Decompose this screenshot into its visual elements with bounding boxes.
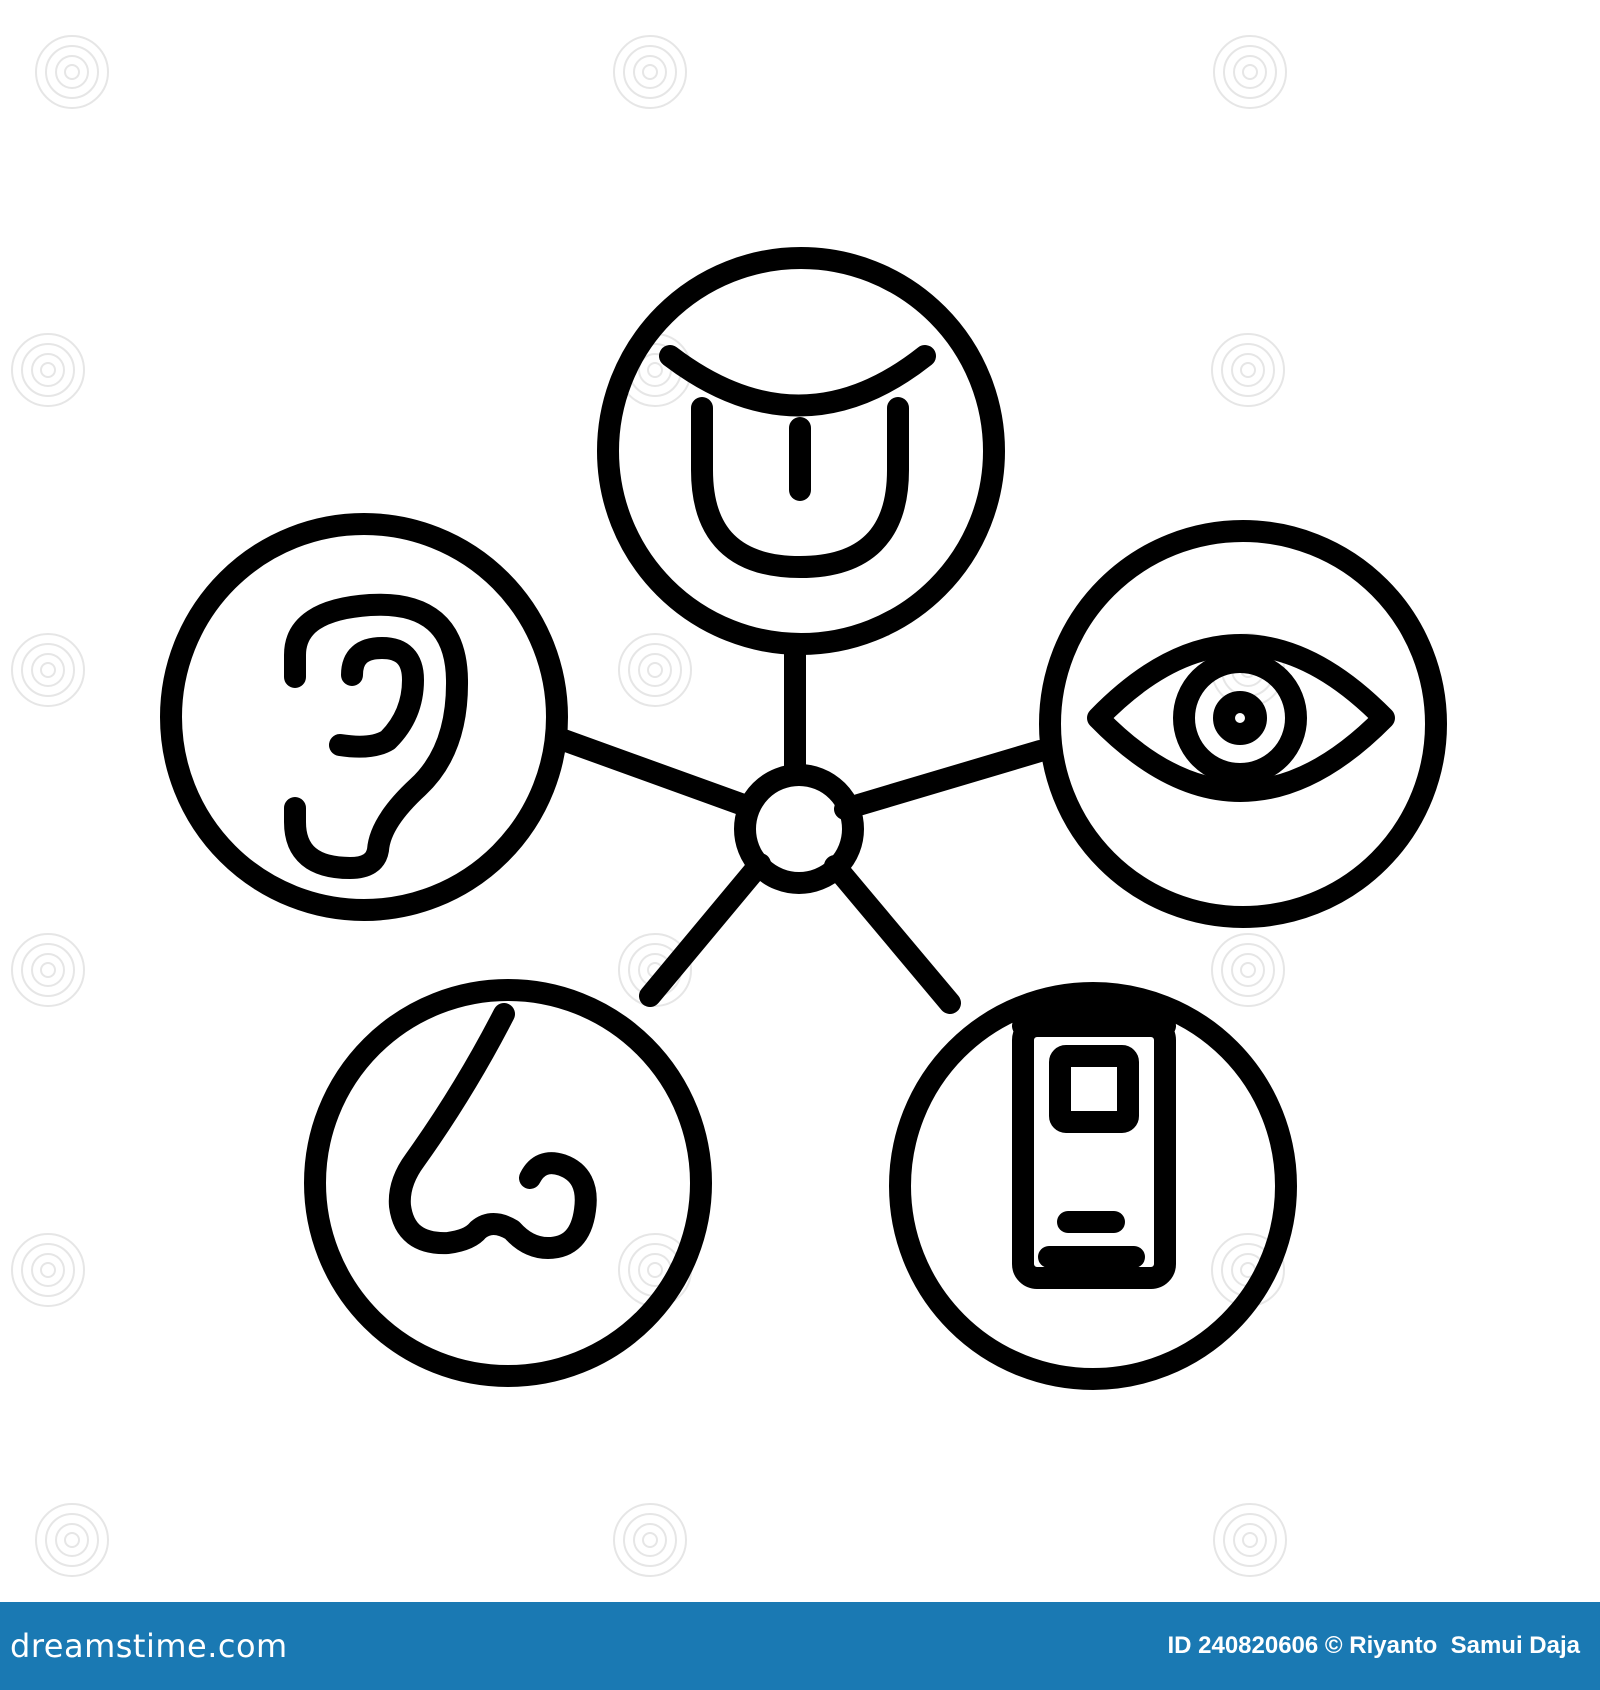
footer-credit: ID 240820606 © Riyanto Samui Daja <box>1167 1632 1580 1659</box>
connector-line-bottom-left <box>639 853 771 1007</box>
sight-circle <box>1039 520 1447 928</box>
tongue-icon <box>659 345 936 578</box>
connector-line-right <box>834 740 1051 820</box>
ear-icon <box>284 593 469 879</box>
nose-icon <box>388 1003 597 1259</box>
hearing-circle <box>160 513 568 921</box>
taste-circle <box>597 247 1005 655</box>
eye-icon <box>1087 634 1395 802</box>
footer-bar: dreamstime.com ID 240820606 © Riyanto Sa… <box>0 1602 1600 1690</box>
connector-line-bottom-right <box>824 855 961 1014</box>
finger-icon <box>1012 996 1176 1289</box>
touch-circle <box>889 982 1297 1390</box>
footer-logo: dreamstime.com <box>10 1627 288 1665</box>
hub-circle <box>734 764 864 894</box>
smell-circle <box>304 979 712 1387</box>
five-senses-diagram <box>160 247 1447 1390</box>
connector-line-left <box>547 727 760 818</box>
